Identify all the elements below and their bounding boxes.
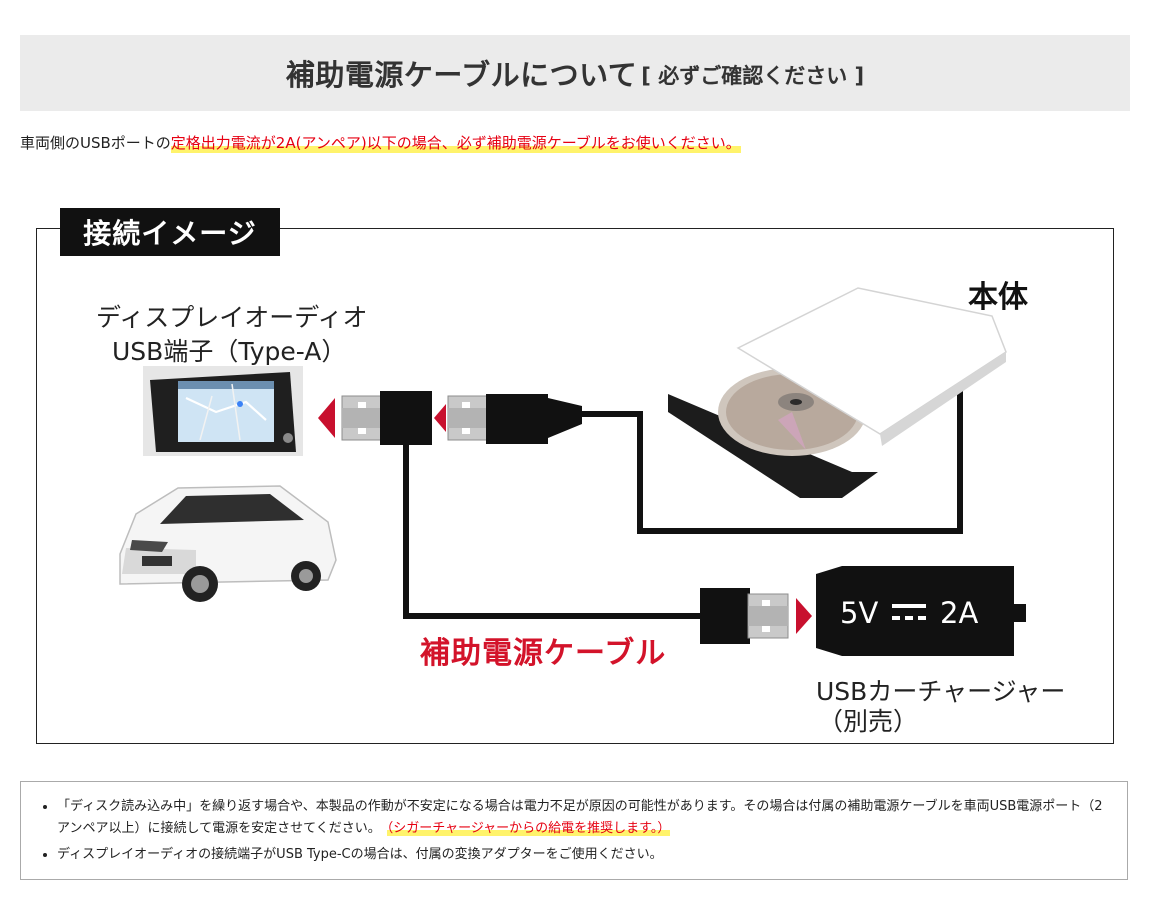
aux-power-cable [403, 440, 700, 619]
intro-text: 車両側のUSBポートの定格出力電流が2A(アンペア)以下の場合、必ず補助電源ケー… [20, 132, 741, 153]
note-item: ディスプレイオーディオの接続端子がUSB Type-Cの場合は、付属の変換アダプ… [57, 844, 1105, 866]
cable-lines [403, 380, 963, 619]
car-charger-image [816, 566, 1026, 656]
note-item-text: ディスプレイオーディオの接続端子がUSB Type-Cの場合は、付属の変換アダプ… [57, 847, 663, 862]
usb-plug-aux [700, 588, 789, 644]
arrow-to-adapter [434, 404, 446, 432]
car-image [119, 485, 337, 602]
notes-box: 「ディスク読み込み中」を繰り返す場合や、本製品の作動が不安定になる場合は電力不足… [20, 781, 1128, 880]
charger-current: 2A [940, 596, 979, 630]
charger-voltage: 5V [840, 596, 879, 630]
splitter-body [380, 391, 432, 445]
intro-prefix: 車両側のUSBポートの [20, 134, 171, 152]
arrow-to-charger [796, 598, 812, 634]
display-audio-image [143, 366, 303, 456]
optical-drive-image [668, 287, 1007, 498]
display-label-line2: USB端子（Type-A） [112, 337, 347, 366]
notes-list: 「ディスク読み込み中」を繰り返す場合や、本製品の作動が不安定になる場合は電力不足… [21, 782, 1127, 866]
usb-plug-drive [447, 394, 582, 444]
usb-plug-display [341, 395, 383, 441]
charger-label-line2: （別売） [818, 707, 919, 736]
note-item: 「ディスク読み込み中」を繰り返す場合や、本製品の作動が不安定になる場合は電力不足… [57, 796, 1105, 840]
arrow-to-display [318, 398, 335, 438]
cable-label: 補助電源ケーブル [420, 636, 667, 671]
drive-cable [582, 380, 963, 534]
body-label: 本体 [968, 280, 1028, 315]
charger-label-line1: USBカーチャージャー [816, 677, 1066, 706]
page-title: 補助電源ケーブルについて [285, 58, 638, 92]
note-item-highlight: （シガーチャージャーからの給電を推奨します。） [386, 821, 671, 836]
display-label-line1: ディスプレイオーディオ [96, 303, 368, 332]
intro-warning: 定格出力電流が2A(アンペア)以下の場合、必ず補助電源ケーブルをお使いください。 [170, 134, 741, 153]
note-item-text: 「ディスク読み込み中」を繰り返す場合や、本製品の作動が不安定になる場合は電力不足… [57, 799, 1103, 836]
connection-diagram-frame [36, 228, 1114, 744]
diagram-label: 接続イメージ [60, 208, 280, 256]
page-subtitle: [ 必ずご確認ください ] [641, 64, 865, 88]
title-bar: 補助電源ケーブルについて [ 必ずご確認ください ] [20, 35, 1130, 111]
